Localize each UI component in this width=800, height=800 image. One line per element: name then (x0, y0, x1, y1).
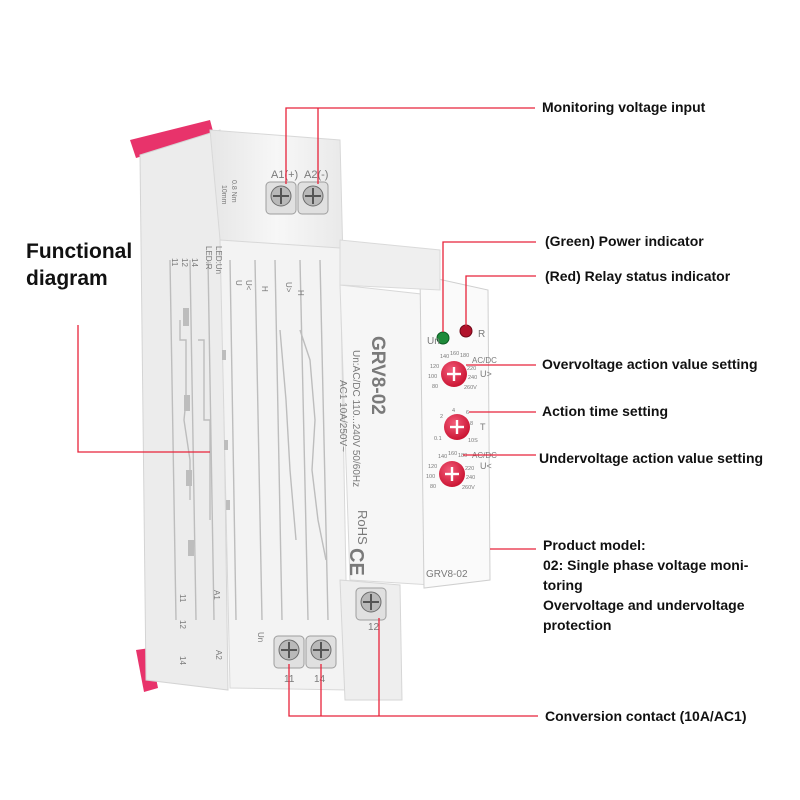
dial-3-tick: 120 (428, 464, 437, 470)
callout-relay-indicator: (Red) Relay status indicator (545, 268, 731, 284)
product-model-line: 02: Single phase voltage moni- (543, 557, 749, 573)
side-label: U< (244, 280, 253, 291)
dial-1-tick: 160 (450, 351, 459, 357)
dial-2-t: T (480, 422, 486, 432)
side-bottom-label: A2 (214, 650, 223, 660)
strip-length-label: 10mm (220, 185, 227, 205)
product-model-heading: Product model: (543, 537, 646, 553)
dial-1-u-over: U> (480, 369, 492, 379)
dial-2-tick: 8 (470, 421, 473, 427)
din-clip-top (130, 120, 214, 158)
leader-functional (77, 325, 210, 453)
side-bottom-label: 11 (178, 594, 187, 603)
title-line-1: Functional (26, 240, 133, 263)
side-label: H (296, 290, 305, 296)
functional-diagram-bars (183, 308, 230, 556)
dial-3-tick: 160 (448, 451, 457, 457)
callout-overvoltage-setting: Overvoltage action value setting (542, 356, 758, 372)
dial-3-tick: 180 (458, 453, 467, 459)
terminal-label-a2: A2(-) (304, 169, 328, 181)
dial-3-tick: 220 (465, 466, 474, 472)
terminal-label-12: 12 (368, 622, 380, 633)
shoulder (339, 239, 441, 291)
leader-monitoring-a1 (285, 107, 535, 184)
terminal-screw-a2 (297, 181, 329, 215)
functional-diagram-title: Functional diagram (26, 238, 132, 292)
dial-1-tick: 140 (440, 354, 449, 360)
dial-1-tick: 260V (464, 385, 477, 391)
dial-1-tick: 120 (430, 364, 439, 370)
overvoltage-knob[interactable] (441, 361, 467, 387)
dial-3-u-under: U< (480, 461, 492, 471)
terminal-screw-12 (355, 587, 387, 621)
callout-action-time: Action time setting (542, 403, 669, 419)
device-rating-1: Un:AC/DC 110...240V 50/60Hz (350, 350, 361, 487)
front-face (219, 239, 349, 691)
terminal-screw-11 (273, 635, 305, 669)
undervoltage-knob[interactable] (439, 461, 465, 487)
dial-3-tick: 100 (426, 474, 435, 480)
dial-2-tick: 6 (466, 410, 469, 416)
led-label-un: Un (427, 336, 440, 347)
side-label: U> (284, 282, 293, 293)
leader-power (442, 241, 536, 332)
side-bottom-label: Un (256, 632, 265, 642)
leader-relay (465, 275, 536, 326)
side-label: 14 (190, 258, 199, 267)
product-model-line: toring (543, 577, 583, 593)
ce-mark: CE (345, 548, 367, 576)
side-label: 11 (170, 258, 179, 267)
side-label: 12 (180, 258, 189, 267)
side-bottom-label: A1 (212, 590, 221, 600)
terminal-screw-a1 (265, 181, 297, 215)
torque-label: 0.8 Nm (230, 180, 237, 203)
terminal-screw-14 (305, 635, 337, 669)
dial-1-acdc: AC/DC (472, 356, 497, 365)
side-bottom-label: 14 (178, 656, 187, 665)
callout-undervoltage-setting: Undervoltage action value setting (539, 450, 764, 466)
terminal-label-a1: A1(+) (271, 169, 298, 181)
callout-power-indicator: (Green) Power indicator (545, 233, 704, 249)
side-label: LED:Un (214, 246, 223, 274)
dial-1-tick: 220 (467, 366, 476, 372)
side-label: LED:R (204, 246, 213, 270)
terminal-label-14: 14 (314, 674, 326, 685)
led-label-r: R (478, 329, 485, 340)
dial-3-tick: 80 (430, 484, 436, 490)
dial-3-tick: 240 (466, 475, 475, 481)
callout-lines (77, 107, 538, 717)
dial-1-tick: 80 (432, 384, 438, 390)
side-label: U (234, 280, 243, 286)
product-model-line: protection (543, 617, 612, 633)
dial-2-tick: 0.1 (434, 436, 442, 442)
callout-conversion-contact: Conversion contact (10A/AC1) (545, 708, 747, 724)
side-label: H (260, 286, 269, 292)
title-line-2: diagram (26, 267, 108, 290)
red-relay-led (459, 324, 473, 338)
device-rating-2: AC1 10A/250V~ (337, 380, 348, 452)
face-model-label: GRV8-02 (426, 569, 468, 580)
dial-2-tick: 2 (440, 414, 443, 420)
dial-3-tick: 260V (462, 485, 475, 491)
dial-1-tick: 180 (460, 353, 469, 359)
functional-diagram-graphic (169, 259, 329, 621)
rohs-label: RoHS (355, 510, 370, 545)
product-model-line: Overvoltage and undervoltage (543, 597, 745, 613)
action-time-knob[interactable] (444, 414, 470, 440)
dial-2-tick: 4 (452, 408, 455, 414)
device-model: GRV8-02 (367, 336, 388, 415)
dial-3-tick: 140 (438, 454, 447, 460)
dial-2-tick: 10S (468, 438, 478, 444)
callout-monitoring-input: Monitoring voltage input (542, 99, 706, 115)
dial-1-tick: 100 (428, 374, 437, 380)
leader-contact-11 (288, 664, 538, 717)
side-bottom-label: 12 (178, 620, 187, 629)
product-model-block: Product model: 02: Single phase voltage … (543, 535, 748, 635)
dial-1-tick: 240 (468, 375, 477, 381)
